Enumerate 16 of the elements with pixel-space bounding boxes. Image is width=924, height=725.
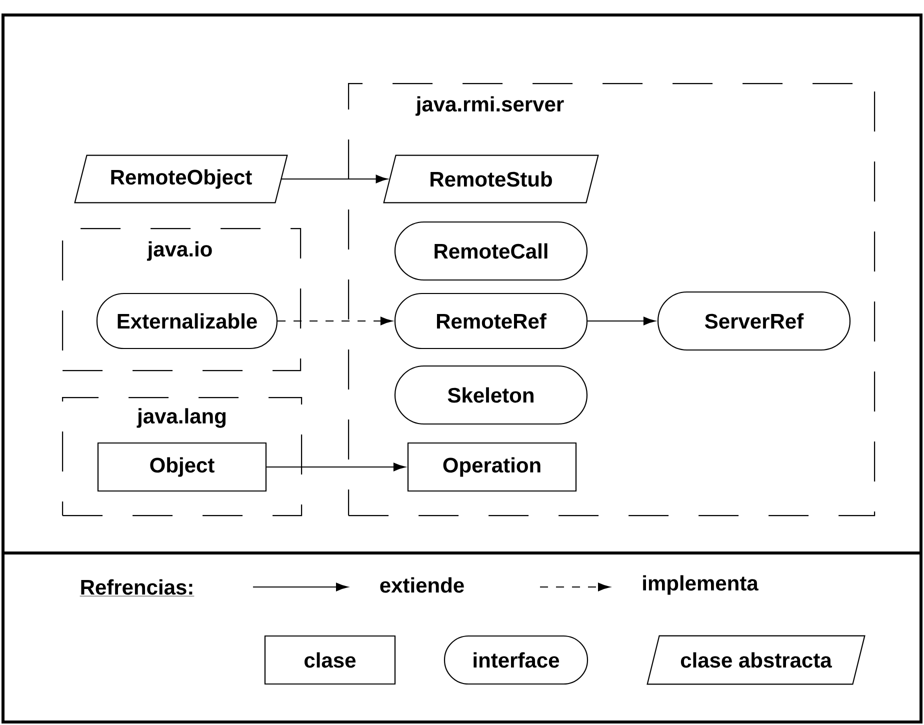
arrow <box>281 174 388 184</box>
interface-box: ServerRef <box>657 291 851 351</box>
interface-box: RemoteRef <box>394 292 588 350</box>
class-box: Object <box>97 442 267 492</box>
arrow <box>278 316 392 326</box>
interface-box: Externalizable <box>96 292 278 350</box>
interface-box: Skeleton <box>394 365 588 425</box>
legend-label: implementa <box>643 575 758 595</box>
arrow <box>266 462 406 472</box>
legend-label: extiende <box>380 577 464 593</box>
interface-box: RemoteCall <box>394 221 588 281</box>
class-box: Operation <box>407 442 577 492</box>
abstract-class-box: RemoteObject <box>74 154 288 204</box>
legend-title: Refrencias: <box>80 579 194 596</box>
abstract-class-box: RemoteStub <box>383 154 599 204</box>
arrow <box>588 316 656 326</box>
